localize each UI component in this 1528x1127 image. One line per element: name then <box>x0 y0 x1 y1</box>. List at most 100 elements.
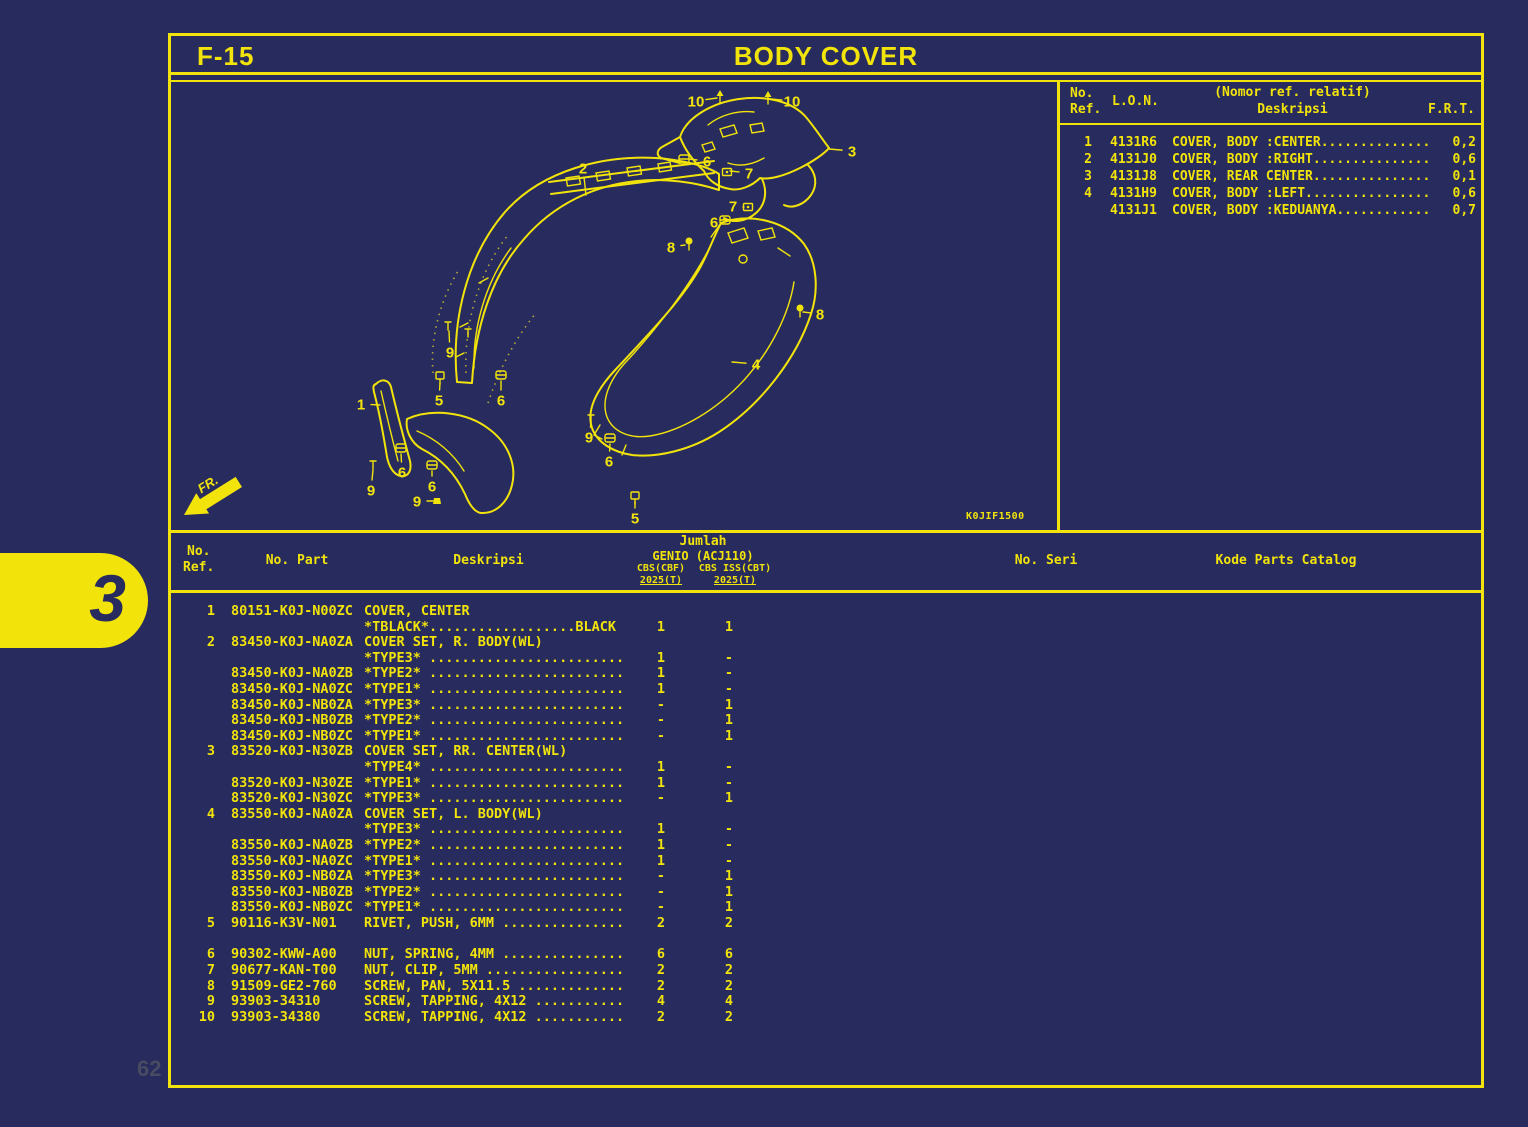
parts-row-part: 90116-K3V-N01 <box>231 914 337 931</box>
parts-row-ref: 6 <box>206 946 215 963</box>
parts-row-desc: *TYPE1* ........................ <box>364 899 625 916</box>
parts-row-part: 83450-K0J-NA0ZA <box>231 634 353 651</box>
parts-row-q2: 1 <box>724 727 734 744</box>
parts-row-desc: SCREW, TAPPING, 4X12 ........... <box>364 1008 625 1025</box>
parts-row-desc: SCREW, PAN, 5X11.5 ............. <box>364 977 625 994</box>
callout-leader-line <box>372 470 373 480</box>
parts-row: 83520-K0J-N30ZE*TYPE1* .................… <box>171 775 1481 791</box>
parts-row-part: 83450-K0J-NA0ZB <box>231 665 353 682</box>
lon-row-lon: 4131J8 <box>1110 169 1157 184</box>
parts-row-desc: COVER SET, L. BODY(WL) <box>364 805 543 822</box>
parts-row-ref: 4 <box>206 805 215 822</box>
parts-row-part: 80151-K0J-N00ZC <box>231 603 353 619</box>
parts-row-desc: *TYPE3* ........................ <box>364 696 625 713</box>
parts-row-q1: - <box>656 790 666 807</box>
parts-row-part: 83520-K0J-N30ZC <box>231 790 353 807</box>
parts-row-ref: 10 <box>198 1008 215 1025</box>
parts-row-q1: 2 <box>656 1008 666 1025</box>
parts-row: *TYPE3* ........................1- <box>171 650 1481 666</box>
parts-row-part: 83550-K0J-NA0ZA <box>231 805 353 822</box>
parts-row-q1: 1 <box>656 758 666 775</box>
parts-row-q1: - <box>656 899 666 916</box>
parts-row-q2: 2 <box>724 1008 734 1025</box>
parts-row-q1: 6 <box>656 946 666 963</box>
title-band: F-15 BODY COVER <box>171 36 1481 75</box>
parts-row-q1: 1 <box>656 680 666 697</box>
parts-row-q2: 1 <box>724 712 734 729</box>
part-2-right-body-cover <box>456 158 719 383</box>
parts-header-jumlah: Jumlah <box>679 534 727 549</box>
parts-row: *TYPE4* ........................1- <box>171 759 1481 775</box>
parts-row: 83550-K0J-NA0ZB*TYPE2* .................… <box>171 837 1481 853</box>
parts-header-year2: 2025(T) <box>713 575 757 586</box>
section-tab: 3 <box>0 553 148 648</box>
callout-leader-line <box>584 178 586 195</box>
parts-row-desc: *TYPE2* ........................ <box>364 712 625 729</box>
parts-row-q2: 2 <box>724 962 734 979</box>
parts-row-q2: - <box>724 758 734 775</box>
lon-row-lon: 4131H9 <box>1110 186 1157 201</box>
parts-table-header: No. Ref. No. Part Deskripsi Jumlah GENIO… <box>171 533 1481 593</box>
callout-label-2: 2 <box>579 161 587 178</box>
parts-row-q1: 2 <box>656 914 666 931</box>
lon-row-desc: COVER, BODY :KEDUANYA............ <box>1172 203 1431 218</box>
callout-label-5: 5 <box>631 511 639 528</box>
parts-row: 83520-K0J-N30ZC*TYPE3* .................… <box>171 790 1481 806</box>
parts-row-part: 93903-34380 <box>231 1008 321 1025</box>
parts-row-q2: 1 <box>724 868 734 885</box>
lon-header-frt: F.R.T. <box>1428 102 1475 117</box>
lon-row-frt: 0,7 <box>1452 203 1476 218</box>
callout-leader-line <box>732 362 746 363</box>
parts-row-q2: - <box>724 649 734 666</box>
parts-header-kode: Kode Parts Catalog <box>1215 553 1357 568</box>
lon-row-lon: 4131J0 <box>1110 152 1157 167</box>
parts-row-q2: 6 <box>724 946 734 963</box>
callout-label-6: 6 <box>703 154 711 171</box>
callout-label-8: 8 <box>816 307 824 324</box>
parts-row-desc: *TYPE1* ........................ <box>364 727 625 744</box>
parts-row-part: 90677-KAN-T00 <box>231 962 337 979</box>
page-number: 62 <box>137 1056 162 1081</box>
parts-row: 83450-K0J-NA0ZB*TYPE2* .................… <box>171 665 1481 681</box>
parts-header-model: GENIO (ACJ110) <box>652 549 754 563</box>
fr-arrow: FR. <box>184 472 242 515</box>
parts-row-q2: 2 <box>724 914 734 931</box>
fastener-icons <box>370 90 804 504</box>
section-divider <box>171 530 1481 533</box>
parts-row-ref: 2 <box>206 634 215 651</box>
parts-row-q2: - <box>724 665 734 682</box>
callout-leader-line <box>771 99 782 100</box>
lon-header-nomor: (Nomor ref. relatif) <box>1214 85 1371 100</box>
callout-label-9: 9 <box>585 430 593 447</box>
parts-row-q2: - <box>724 821 734 838</box>
callout-label-1: 1 <box>357 397 365 414</box>
lon-row-ref: 4 <box>1084 186 1092 201</box>
callout-label-6: 6 <box>605 454 613 471</box>
parts-row: 83550-K0J-NB0ZB *TYPE2* .................… <box>171 884 1481 900</box>
parts-row-q1: 2 <box>656 962 666 979</box>
parts-row-ref: 3 <box>206 743 215 760</box>
lon-row-frt: 0,1 <box>1452 169 1476 184</box>
parts-row-desc: SCREW, TAPPING, 4X12 ........... <box>364 993 625 1010</box>
callout-leader-line <box>829 149 842 150</box>
callout-leader-line <box>689 159 697 160</box>
parts-row-ref: 1 <box>206 603 215 619</box>
parts-row-q2: 1 <box>724 696 734 713</box>
parts-row-q1: 2 <box>656 977 666 994</box>
parts-row-desc: *TYPE2* ........................ <box>364 883 625 900</box>
parts-row-part: 83550-K0J-NB0ZC <box>231 899 353 916</box>
parts-row-part: 83550-K0J-NB0ZB <box>231 883 353 900</box>
parts-row-q2: 4 <box>724 993 734 1010</box>
parts-row-q1: - <box>656 727 666 744</box>
